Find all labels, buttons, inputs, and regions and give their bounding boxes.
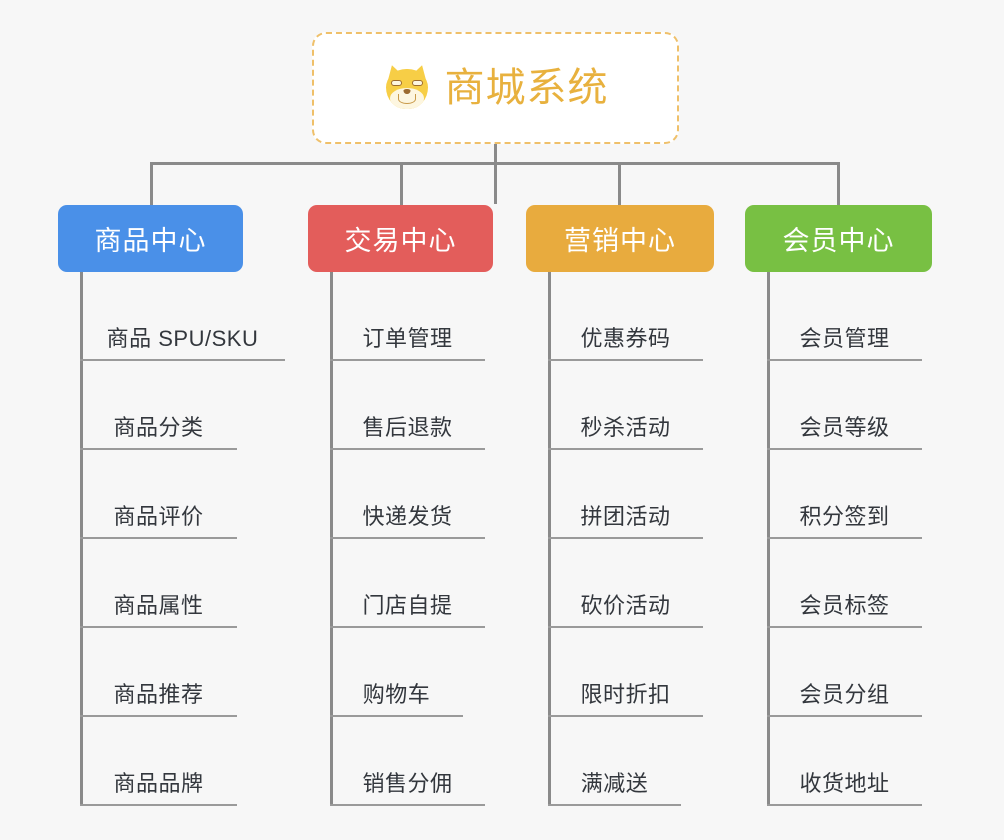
shiba-dog-face-icon [382, 62, 431, 112]
leaf-label: 商品品牌 [113, 771, 204, 796]
connector-drop-4 [837, 162, 840, 207]
dog-head [385, 69, 428, 109]
leaf-label: 满减送 [580, 771, 649, 796]
list-item[interactable]: 收货地址 [767, 717, 922, 806]
list-item[interactable]: 积分签到 [767, 450, 922, 539]
root-title: 商城系统 [444, 66, 609, 110]
list-item[interactable]: 会员标签 [767, 539, 922, 628]
list-item[interactable]: 限时折扣 [548, 628, 703, 717]
leaf-label: 门店自提 [362, 593, 453, 618]
leaf-label: 商品分类 [113, 415, 204, 440]
leaf-label: 收货地址 [799, 771, 890, 796]
list-item[interactable]: 门店自提 [330, 539, 485, 628]
branch-label: 交易中心 [344, 226, 457, 256]
branch-spine [767, 272, 770, 806]
root-node[interactable]: 商城系统 [312, 32, 679, 144]
leaf-label: 优惠券码 [580, 326, 671, 351]
branch-header-member-center[interactable]: 会员中心 [745, 205, 932, 272]
connector-horizontal-bus [150, 162, 840, 165]
list-item[interactable]: 商品品牌 [80, 717, 237, 806]
branch-spine [80, 272, 83, 806]
list-item[interactable]: 拼团活动 [548, 450, 703, 539]
list-item[interactable]: 商品 SPU/SKU [80, 272, 285, 361]
leaf-label: 会员标签 [799, 593, 890, 618]
branch-spine [330, 272, 333, 806]
branch-header-product-center[interactable]: 商品中心 [58, 205, 243, 272]
dog-nose [403, 89, 410, 94]
list-item[interactable]: 砍价活动 [548, 539, 703, 628]
list-item[interactable]: 会员分组 [767, 628, 922, 717]
list-item[interactable]: 销售分佣 [330, 717, 485, 806]
branch-header-trade-center[interactable]: 交易中心 [308, 205, 493, 272]
leaf-label: 会员等级 [799, 415, 890, 440]
list-item[interactable]: 会员等级 [767, 361, 922, 450]
list-item[interactable]: 售后退款 [330, 361, 485, 450]
list-item[interactable]: 满减送 [548, 717, 681, 806]
leaf-label: 会员管理 [799, 326, 890, 351]
connector-drop-2 [400, 162, 403, 207]
branch-label: 会员中心 [782, 226, 895, 256]
leaf-label: 限时折扣 [580, 682, 671, 707]
leaf-label: 积分签到 [799, 504, 890, 529]
leaf-label: 快递发货 [362, 504, 453, 529]
list-item[interactable]: 秒杀活动 [548, 361, 703, 450]
list-item[interactable]: 商品分类 [80, 361, 237, 450]
leaf-label: 砍价活动 [580, 593, 671, 618]
leaf-label: 售后退款 [362, 415, 453, 440]
branch-label: 商品中心 [94, 226, 207, 256]
connector-drop-3 [618, 162, 621, 207]
connector-drop-1 [150, 162, 153, 207]
leaf-label: 商品推荐 [113, 682, 204, 707]
leaf-label: 商品属性 [113, 593, 204, 618]
branch-spine [548, 272, 551, 806]
dog-mouth [397, 94, 416, 104]
leaf-label: 会员分组 [799, 682, 890, 707]
leaf-label: 拼团活动 [580, 504, 671, 529]
list-item[interactable]: 商品属性 [80, 539, 237, 628]
list-item[interactable]: 商品评价 [80, 450, 237, 539]
list-item[interactable]: 商品推荐 [80, 628, 237, 717]
list-item[interactable]: 优惠券码 [548, 272, 703, 361]
list-item[interactable]: 购物车 [330, 628, 463, 717]
list-item[interactable]: 快递发货 [330, 450, 485, 539]
list-item[interactable]: 会员管理 [767, 272, 922, 361]
leaf-label: 销售分佣 [362, 771, 453, 796]
leaf-label: 购物车 [362, 682, 431, 707]
connector-root-stem [494, 144, 497, 204]
leaf-label: 秒杀活动 [580, 415, 671, 440]
leaf-label: 订单管理 [362, 326, 453, 351]
dog-eye-right [411, 80, 423, 86]
leaf-label: 商品评价 [113, 504, 204, 529]
list-item[interactable]: 订单管理 [330, 272, 485, 361]
leaf-label: 商品 SPU/SKU [106, 326, 259, 351]
branch-label: 营销中心 [564, 226, 676, 256]
branch-header-marketing-center[interactable]: 营销中心 [526, 205, 714, 272]
dog-eye-left [390, 80, 402, 86]
